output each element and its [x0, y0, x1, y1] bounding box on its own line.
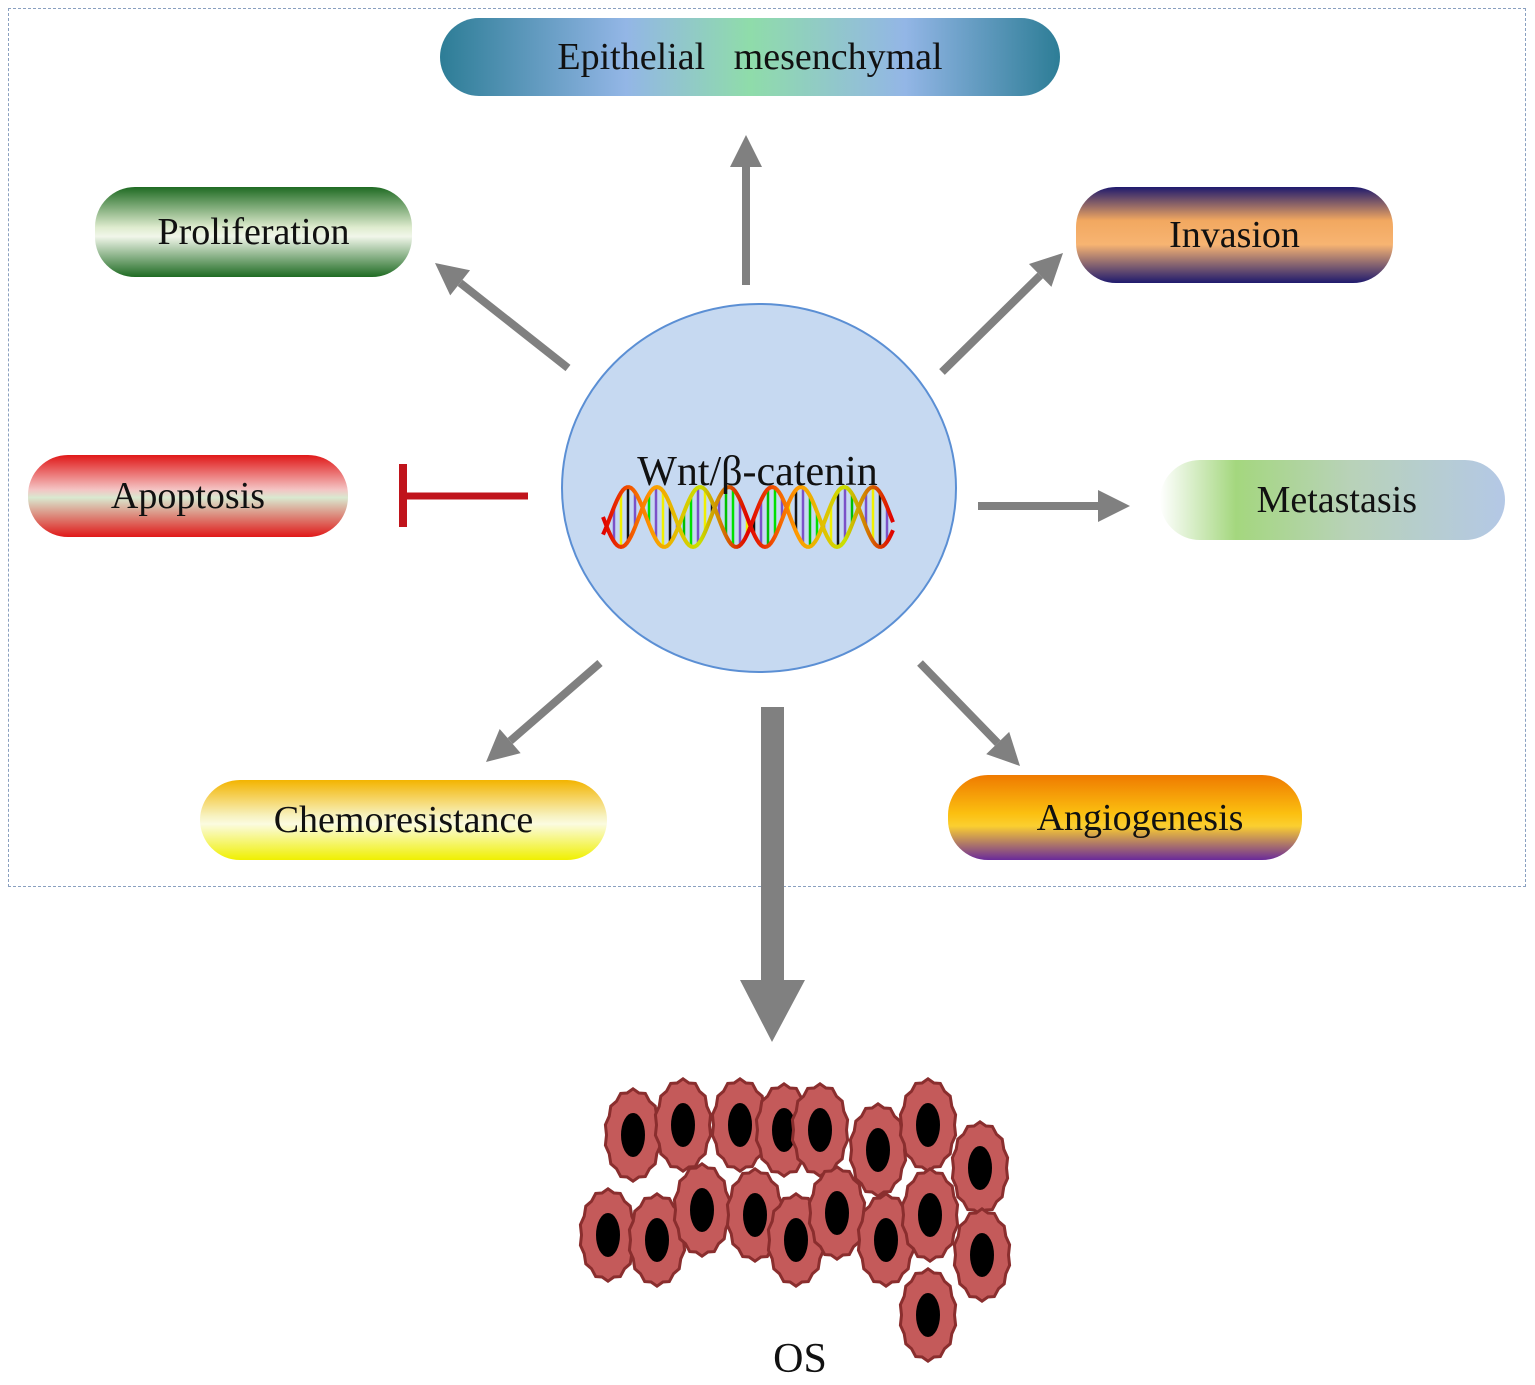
- arrow-to-invasion: [939, 253, 1063, 375]
- tumor-cell: [856, 1191, 916, 1289]
- tumor-cell: [578, 1186, 638, 1284]
- wnt-beta-catenin-label: Wnt/β-catenin: [637, 449, 878, 495]
- tumor-cell: [848, 1101, 908, 1199]
- tumor-cell: [627, 1191, 687, 1289]
- os-to-tumor-arrow: [740, 707, 805, 1042]
- tumor-cell: [950, 1119, 1010, 1217]
- node-proliferation: Proliferation: [95, 187, 412, 277]
- tumor-cell: [672, 1161, 732, 1259]
- os-label: OS: [773, 1336, 827, 1382]
- tumor-cell: [952, 1206, 1012, 1304]
- tumor-cell: [807, 1164, 867, 1262]
- node-apoptosis: Apoptosis: [28, 455, 348, 537]
- node-chemoresistance: Chemoresistance: [200, 780, 607, 860]
- tumor-cell: [900, 1166, 960, 1264]
- tumor-cell: [898, 1076, 958, 1174]
- arrow-to-angiogenesis: [917, 660, 1020, 766]
- arrow-to-chemoresistance: [486, 659, 603, 762]
- node-metastasis: Metastasis: [1160, 460, 1505, 540]
- tumor-cells-icon: [578, 1076, 1012, 1364]
- tumor-cell: [898, 1266, 958, 1364]
- tumor-cell: [710, 1076, 770, 1174]
- tumor-cell: [790, 1081, 850, 1179]
- node-angiogenesis: Angiogenesis: [948, 775, 1302, 860]
- node-invasion: Invasion: [1076, 187, 1393, 283]
- node-epithelial-mesenchymal: Epithelial mesenchymal: [440, 18, 1060, 96]
- arrow-to-emt: [730, 135, 762, 285]
- arrow-to-metastasis: [978, 490, 1130, 522]
- dna-helix-icon: [601, 484, 895, 550]
- wnt-circle: [561, 303, 957, 673]
- arrow-to-proliferation: [435, 263, 571, 372]
- arrows: [435, 135, 1130, 766]
- tumor-cell: [653, 1076, 713, 1174]
- tumor-cell: [603, 1086, 663, 1184]
- inhibit-apoptosis-arrow: [399, 464, 528, 527]
